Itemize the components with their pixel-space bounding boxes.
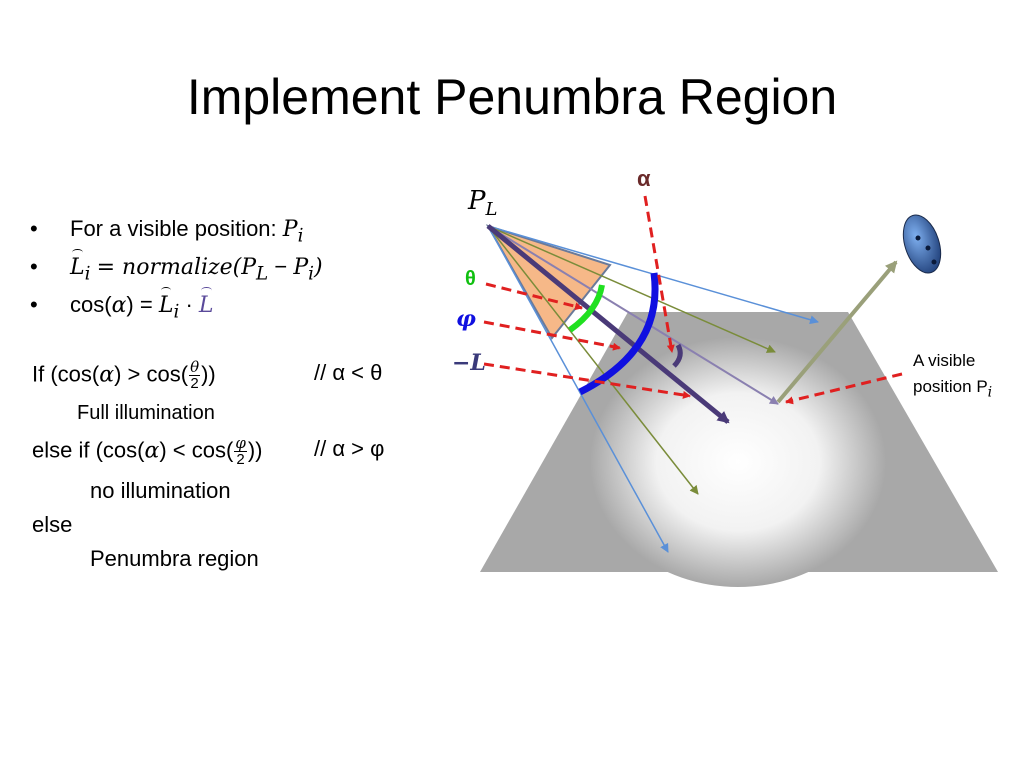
alpha-label: α (637, 166, 651, 191)
page-title: Implement Penumbra Region (186, 69, 838, 125)
math-sub: i (173, 301, 180, 323)
else-line: else (32, 512, 73, 537)
neg-l-label: −L (452, 350, 486, 376)
math-alpha: α (111, 293, 127, 318)
code-text: If (cos( (32, 361, 100, 387)
phi-label: φ (456, 306, 476, 332)
alpha-indicator-line (643, 195, 675, 353)
frac-num: φ (234, 434, 247, 452)
frac-den: 2 (190, 375, 199, 392)
light-position-label: PL (468, 186, 497, 220)
math-p: P (241, 255, 257, 280)
bullet-marker: • (30, 292, 38, 317)
label-line: A visible (913, 351, 976, 370)
math-alpha: α (144, 438, 160, 464)
else-if-comment: // α > φ (314, 436, 385, 461)
lamp-object (902, 214, 942, 274)
ray-outer-bottom (487, 225, 669, 553)
math-dot: · (185, 292, 193, 317)
label-line: position Pi (913, 374, 992, 405)
ray-green-top (487, 225, 776, 353)
illuminated-spot (590, 337, 886, 587)
alpha-arc (672, 343, 683, 368)
bullet-text: For a visible position: (70, 216, 277, 241)
ray-to-position (487, 225, 779, 405)
normal-arrow (776, 260, 898, 404)
bullet-list: • For a visible position: Pi • Li = norm… (30, 212, 430, 326)
bullet-visible-position: • For a visible position: Pi (30, 212, 430, 250)
bullet-cos-alpha: • cos(α) = Li · L (30, 287, 430, 326)
label-text: position P (913, 377, 988, 396)
neg-l-indicator-line (483, 362, 691, 399)
bullet-marker: • (30, 216, 38, 241)
math-sub: i (308, 263, 314, 285)
math-alpha: α (99, 362, 115, 388)
math-l-hat: L (159, 287, 173, 323)
code-text: )) (201, 361, 216, 387)
math-p: P (468, 186, 486, 216)
math-minus: − (274, 254, 288, 279)
math-sub: i (297, 225, 304, 247)
math-cos: cos( (70, 292, 112, 317)
ray-green-bottom (487, 225, 699, 495)
math-sub: i (84, 263, 91, 285)
math-l-hat-blue: L (199, 287, 214, 323)
visible-position-label: A visible position Pi (913, 348, 992, 405)
math-p: P (282, 217, 298, 242)
code-text: )) (247, 437, 263, 463)
if-comment: // α < θ (314, 360, 383, 385)
code-text: ) < cos( (159, 437, 234, 463)
no-illumination-text: no illumination (90, 478, 231, 503)
penumbra-region-text: Penumbra region (90, 546, 259, 571)
phi-indicator-line (483, 320, 621, 351)
bullet-marker: • (30, 254, 38, 279)
math-paren: ) (314, 255, 323, 280)
math-l-hat: L (70, 249, 85, 285)
math-p: P (293, 255, 309, 280)
math-sub: L (485, 199, 498, 221)
theta-arc (568, 284, 605, 333)
math-normalize: = normalize( (96, 255, 242, 280)
theta-label: θ (465, 268, 476, 290)
bullet-normalize: • Li = normalize(PL − Pi) (30, 249, 430, 288)
theta-indicator-line (485, 282, 583, 311)
spot-direction-arrow (486, 224, 730, 424)
math-sub: i (987, 384, 993, 401)
full-illumination-text: Full illumination (77, 402, 215, 424)
code-text: ) > cos( (114, 361, 189, 387)
visible-position-indicator-line (785, 372, 903, 405)
code-text: else if (cos( (32, 437, 145, 463)
math-sub: L (256, 263, 269, 285)
frac-num: θ (189, 358, 201, 376)
frac-den: 2 (236, 451, 245, 468)
math-eq: ) = (126, 292, 153, 317)
